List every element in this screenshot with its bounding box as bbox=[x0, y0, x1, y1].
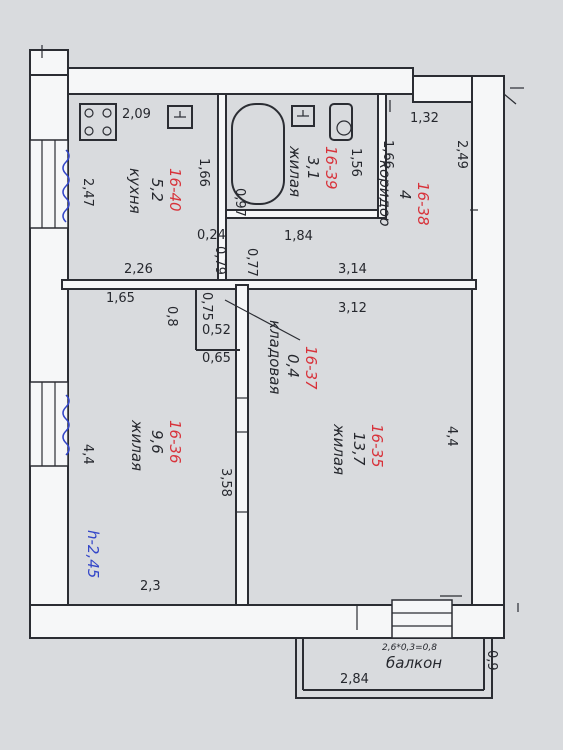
radiator-living1 bbox=[62, 394, 70, 456]
dim-kitchen-bottom: 2,26 bbox=[124, 262, 153, 277]
room-code: 16-39 bbox=[322, 146, 340, 190]
room-bathroom: 16-39 3,1 жилая bbox=[286, 145, 340, 197]
room-area: 3,1 bbox=[304, 156, 322, 180]
dim-kitchen-right: 1,66 bbox=[196, 158, 211, 187]
dim-052: 0,52 bbox=[202, 323, 231, 338]
dim-184: 1,84 bbox=[284, 229, 313, 244]
room-kitchen: 16-40 5,2 кухня bbox=[126, 168, 184, 214]
room-name: жилая bbox=[330, 423, 348, 475]
room-area: 9,6 bbox=[148, 430, 166, 454]
window-living1 bbox=[29, 381, 69, 467]
room-living2: 16-35 13,7 жилая bbox=[330, 423, 386, 475]
room-area: 4 bbox=[396, 190, 414, 200]
stove-icon bbox=[79, 103, 117, 141]
dim-corridor-left: 1,66 bbox=[380, 140, 395, 169]
interior-walls bbox=[61, 93, 477, 606]
room-name: жилая bbox=[128, 419, 146, 471]
toilet-icon bbox=[329, 103, 353, 141]
dim-balcony-length: 2,84 bbox=[340, 672, 369, 687]
bathtub-icon bbox=[231, 103, 285, 205]
kitchen-sink-icon bbox=[167, 105, 193, 129]
room-name: кухня bbox=[126, 168, 144, 214]
dim-024: 0,24 bbox=[197, 228, 226, 243]
window-kitchen bbox=[29, 139, 69, 229]
dim-079: 0,79 bbox=[212, 246, 227, 275]
ceiling-height-note: h-2,45 bbox=[84, 530, 102, 578]
dim-kitchen-top: 2,09 bbox=[122, 107, 151, 122]
dim-075: 0,75 bbox=[199, 292, 214, 321]
dim-kitchen-left: 2,47 bbox=[80, 178, 95, 207]
dim-living2-right: 4,4 bbox=[444, 426, 459, 447]
dim-corridor-right: 2,49 bbox=[454, 140, 469, 169]
dim-corridor-top: 1,32 bbox=[410, 111, 439, 126]
dim-living1-left: 4,4 bbox=[80, 444, 95, 465]
dim-living2-top: 3,12 bbox=[338, 301, 367, 316]
room-name: кладовая bbox=[266, 320, 284, 394]
dim-living1-bottom: 2,3 bbox=[140, 579, 161, 594]
dim-corridor-bottom: 3,14 bbox=[338, 262, 367, 277]
balcony-door bbox=[391, 599, 453, 639]
balcony-formula: 2,6*0,3=0,8 bbox=[382, 643, 437, 653]
dimension-labels: 2,09 1,66 2,47 2,26 0,24 0,79 0,77 1,84 … bbox=[80, 107, 499, 687]
dim-bath-bottom: 0,97 bbox=[232, 188, 247, 217]
room-name: жилая bbox=[286, 145, 304, 197]
dim-living1-top: 1,65 bbox=[106, 291, 135, 306]
room-area: 13,7 bbox=[350, 432, 368, 466]
room-name: коридор bbox=[376, 160, 394, 227]
washbasin-icon bbox=[291, 105, 315, 127]
room-code: 16-35 bbox=[368, 424, 386, 468]
dim-living1-right: 3,58 bbox=[218, 468, 233, 497]
dim-08: 0,8 bbox=[164, 306, 179, 327]
room-pantry: 16-37 0,4 кладовая bbox=[266, 320, 320, 394]
room-code: 16-36 bbox=[166, 420, 184, 464]
dim-077: 0,77 bbox=[244, 248, 259, 277]
room-area: 0,4 bbox=[284, 354, 302, 378]
room-code: 16-37 bbox=[302, 346, 320, 390]
room-area: 5,2 bbox=[148, 178, 166, 202]
room-living1: 16-36 9,6 жилая bbox=[128, 419, 184, 471]
wall-ticks bbox=[41, 45, 524, 630]
radiator-kitchen bbox=[62, 149, 70, 223]
room-code: 16-40 bbox=[166, 168, 184, 212]
dim-balcony-depth: 0,9 bbox=[484, 650, 499, 671]
room-code: 16-38 bbox=[414, 182, 432, 226]
room-corridor: 16-38 4 коридор bbox=[376, 160, 432, 227]
dim-065: 0,65 bbox=[202, 351, 231, 366]
balcony-name: балкон bbox=[386, 654, 442, 672]
dim-bath-right: 1,56 bbox=[348, 148, 363, 177]
pantry-diagonal bbox=[224, 299, 301, 341]
balcony bbox=[295, 638, 493, 699]
